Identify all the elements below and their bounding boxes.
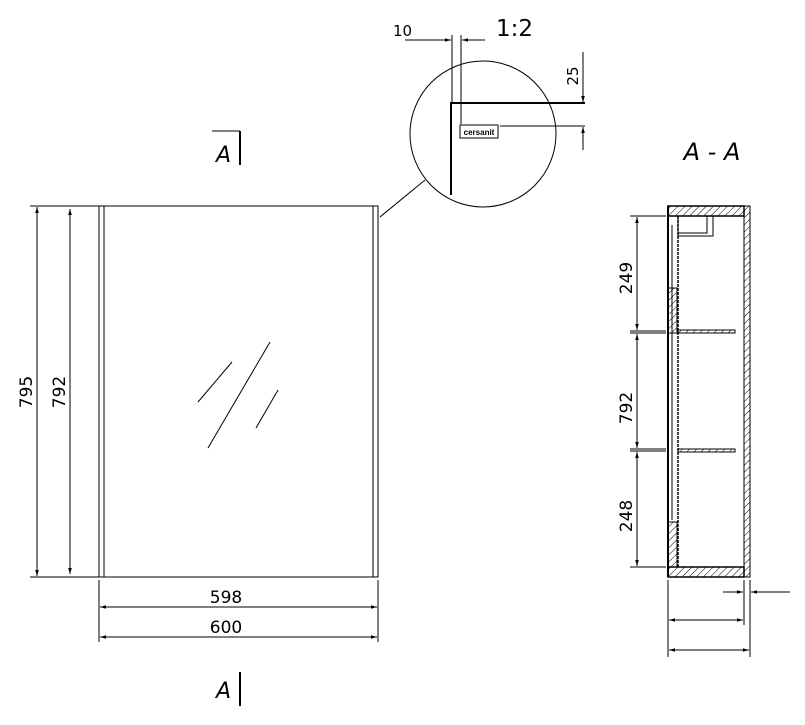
section-marker-label: A	[214, 679, 231, 704]
mirror-glare-icon	[197, 341, 279, 449]
front-view: 795 792 598 600	[17, 205, 379, 642]
dim-label-792: 792	[617, 392, 637, 424]
shelf-lower	[677, 448, 736, 453]
section-marker-top: A	[212, 130, 241, 168]
cabinet-outline	[98, 205, 379, 578]
cersanit-logo	[459, 124, 499, 139]
dim-label-598: 598	[210, 588, 242, 608]
detail-leader	[379, 179, 426, 218]
bottom-panel	[667, 566, 745, 578]
dim-label-792: 792	[50, 376, 70, 408]
detail-view: 10 1:2 cersanit 25	[379, 16, 585, 218]
door-hinge-upper	[667, 287, 678, 334]
back-panel	[743, 205, 751, 578]
dim-label-795: 795	[17, 376, 37, 408]
dim-label-249: 249	[617, 262, 637, 294]
section-marker-bottom: A	[214, 672, 241, 706]
detail-scale: 1:2	[496, 16, 533, 42]
dim-label-25: 25	[564, 66, 582, 85]
dim-label-10: 10	[393, 22, 412, 40]
section-view: A - A 249 792 248	[617, 138, 790, 657]
detail-circle	[409, 60, 557, 208]
dim-label-600: 600	[210, 618, 242, 638]
shelf-upper	[677, 329, 736, 334]
dim-label-248: 248	[617, 500, 637, 532]
section-marker-label: A	[214, 143, 231, 168]
door-hinge-lower	[667, 521, 678, 568]
section-title: A - A	[682, 138, 741, 166]
svg-text:cersanit: cersanit	[464, 128, 495, 137]
top-panel	[667, 205, 745, 217]
